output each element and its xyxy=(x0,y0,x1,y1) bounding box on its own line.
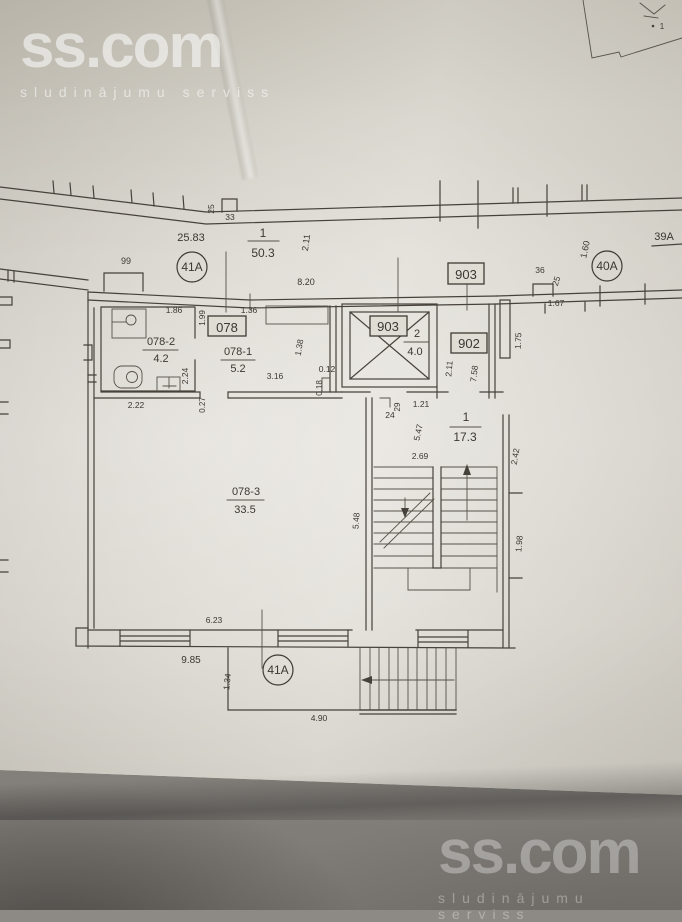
box-902 xyxy=(450,332,488,354)
room-078-1-id: 078-1 xyxy=(224,346,252,358)
labels-layer: 25 33 25.83 1 50.3 2.11 41A 99 8.20 903 36 25 1.60 40… xyxy=(121,22,674,723)
entrance-porch-steps xyxy=(227,647,457,715)
frac-50-num: 1 xyxy=(260,226,267,240)
dim-5-47: 5.47 xyxy=(411,423,424,442)
dim-0-18: 0.18 xyxy=(315,380,324,396)
frac-lift-den: 4.0 xyxy=(407,346,422,358)
stair-landing xyxy=(407,567,471,591)
dim-5-48: 5.48 xyxy=(350,512,361,529)
porch-exit-arrow xyxy=(361,676,455,684)
dim-33: 33 xyxy=(225,212,235,222)
dim-3-16: 3.16 xyxy=(267,371,284,381)
dim-2-69: 2.69 xyxy=(412,451,429,461)
dim-2-11-top: 2.11 xyxy=(300,234,312,252)
elevator-cross xyxy=(349,311,430,380)
stair-hall-walls xyxy=(365,397,498,631)
dim-1-60: 1.60 xyxy=(578,240,591,259)
fraction-lines xyxy=(142,240,482,501)
box-903-lift xyxy=(369,315,408,337)
corridor-lower-wall xyxy=(0,268,144,292)
frac-50-den: 50.3 xyxy=(251,246,275,260)
label-078: 078 xyxy=(216,320,238,335)
circle-40a xyxy=(591,250,623,282)
dim-1-67: 1.67 xyxy=(548,298,565,308)
box-078 xyxy=(207,315,247,337)
room-078-3-area: 33.5 xyxy=(234,504,255,516)
label-boxes xyxy=(207,262,488,354)
dim-1-21: 1.21 xyxy=(413,399,430,409)
box-903-corridor xyxy=(447,262,485,285)
dimension-ticks xyxy=(225,251,468,669)
unit-41a-top: 41A xyxy=(181,260,202,274)
label-903-lift: 903 xyxy=(377,319,399,334)
label-903-corridor: 903 xyxy=(455,267,477,282)
circle-41a-bottom xyxy=(262,654,294,686)
circle-41a-top xyxy=(176,251,208,283)
bathtub-sink-fixture xyxy=(111,308,147,339)
dim-4-90: 4.90 xyxy=(311,713,328,723)
dim-0-27: 0.27 xyxy=(198,397,207,413)
frac-17-den: 17.3 xyxy=(453,430,477,444)
dim-25-right: 25 xyxy=(550,275,563,287)
basin-fixture xyxy=(156,376,181,393)
room-078-1-walls xyxy=(93,305,343,399)
room-078-2-id: 078-2 xyxy=(147,336,175,348)
dim-1-36: 1.36 xyxy=(241,305,258,315)
dim-2-11-902: 2.11 xyxy=(443,360,454,377)
stairs-down-arrow xyxy=(401,497,409,518)
dim-2-24: 2.24 xyxy=(180,367,190,384)
toilet-fixture xyxy=(113,365,143,389)
dim-99: 99 xyxy=(121,256,131,266)
dim-6-23: 6.23 xyxy=(206,615,223,625)
dim-9-85: 9.85 xyxy=(181,655,201,666)
stairs-flight-break-line xyxy=(379,492,435,549)
dim-36: 36 xyxy=(535,265,545,275)
dim-2-42: 2.42 xyxy=(509,447,522,465)
corner-mark: 1 xyxy=(660,22,665,31)
frac-lift-num: 2 xyxy=(414,328,420,340)
room-902-walls xyxy=(341,303,504,399)
dim-25-top: 25 xyxy=(206,204,216,214)
unit-40a: 40A xyxy=(596,259,617,273)
elevator-shaft xyxy=(341,303,438,388)
dim-1-86: 1.86 xyxy=(166,305,183,315)
dim-1-38: 1.38 xyxy=(293,338,306,356)
dim-7-58: 7.58 xyxy=(468,365,480,383)
dim-1-99: 1.99 xyxy=(198,310,207,326)
label-39a: 39A xyxy=(654,231,674,243)
dim-25-83: 25.83 xyxy=(177,232,205,244)
room-078-2-area: 4.2 xyxy=(153,353,168,365)
left-edge-wall-stubs xyxy=(0,296,13,573)
dim-1-75: 1.75 xyxy=(513,332,524,349)
unit-41a-bottom: 41A xyxy=(267,663,288,677)
label-circles xyxy=(176,250,623,686)
bottom-wall-windows xyxy=(75,627,516,649)
bathroom-078-2 xyxy=(100,306,196,393)
neighbor-sheet-outline xyxy=(582,0,682,59)
label-902: 902 xyxy=(458,336,480,351)
dim-1-98: 1.98 xyxy=(513,535,524,553)
dim-29: 29 xyxy=(393,402,402,411)
corridor-walls xyxy=(0,180,682,229)
dim-0-12: 0.12 xyxy=(319,364,336,374)
room-078-3-id: 078-3 xyxy=(232,486,260,498)
stairs-up-arrow xyxy=(463,464,471,521)
dim-1-34: 1.34 xyxy=(221,673,233,691)
stairwell xyxy=(373,464,498,591)
dim-24: 24 xyxy=(385,410,395,420)
dim-8-20: 8.20 xyxy=(297,277,315,287)
room-078-1-area: 5.2 xyxy=(230,363,245,375)
dim-2-22: 2.22 xyxy=(128,400,145,410)
frac-17-num: 1 xyxy=(463,410,470,424)
